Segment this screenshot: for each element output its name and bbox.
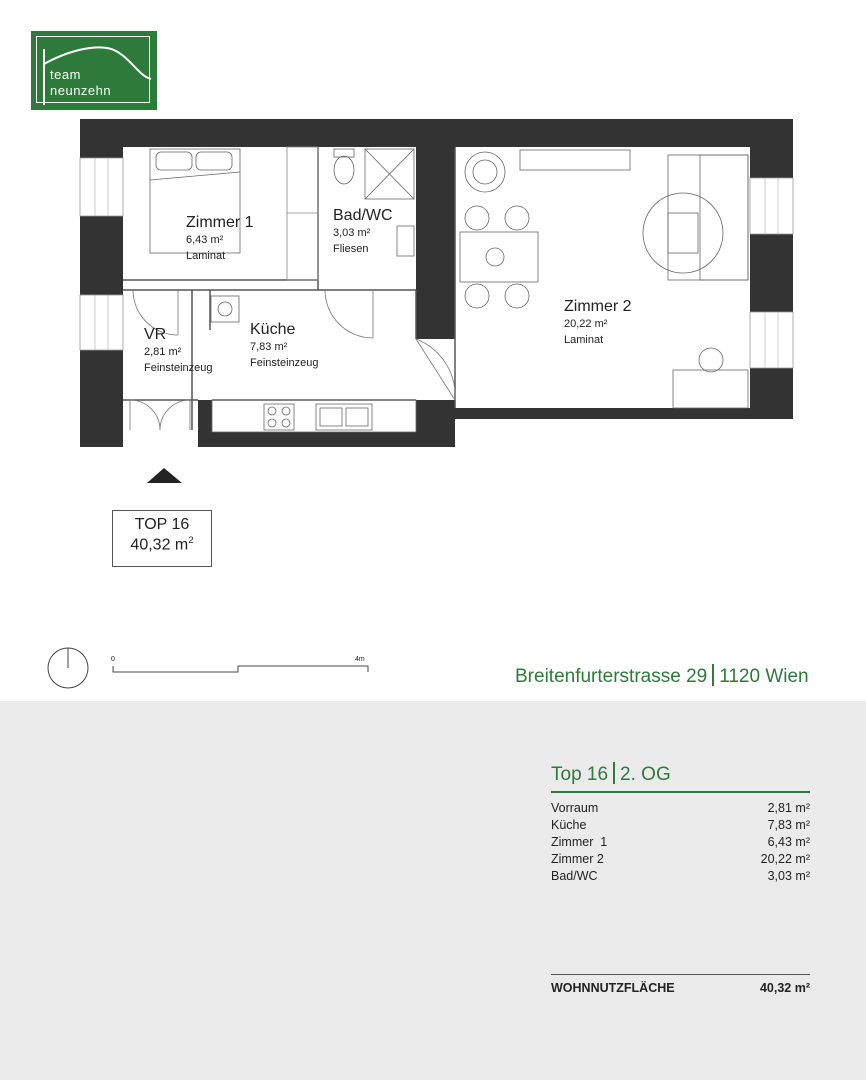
total-value: 40,32 m²: [759, 981, 810, 995]
logo-frame: [36, 36, 150, 103]
room-bad-wc: Bad/WC 3,03 m² Fliesen: [333, 207, 393, 255]
team-neunzehn-logo: team neunzehn: [31, 31, 157, 110]
bathroom-fixtures: [333, 148, 415, 257]
room-material: Laminat: [564, 334, 604, 346]
room-kueche: Küche 7,83 m² Feinsteinzeug: [250, 321, 319, 369]
total-row: WOHNNUTZFLÄCHE 40,32 m²: [551, 981, 810, 995]
scale-bar: [112, 665, 369, 673]
floor-plan: [47, 119, 794, 689]
area-table: Vorraum 2,81 m² Küche 7,83 m² Zimmer 1 6,43…: [551, 800, 810, 885]
table-row: Zimmer 1 6,43 m²: [551, 834, 810, 851]
room-zimmer1: Zimmer 1 6,43 m² Laminat: [186, 214, 254, 262]
unit-number: TOP 16: [134, 516, 190, 533]
summary-title-separator: [613, 762, 616, 784]
room-material: Feinsteinzeug: [250, 357, 319, 369]
row-label: Zimmer 2: [551, 852, 604, 866]
table-row: Küche 7,83 m²: [551, 817, 810, 834]
room-material: Feinsteinzeug: [144, 362, 213, 374]
room-vr: VR 2,81 m² Feinsteinzeug: [144, 326, 213, 374]
walls: [80, 119, 793, 447]
room-area: 3,03 m²: [333, 227, 371, 239]
room-area: 7,83 m²: [250, 341, 288, 353]
summary-divider: [551, 791, 810, 793]
room-name: Bad/WC: [333, 207, 393, 224]
row-value: 7,83 m²: [767, 818, 810, 832]
wardrobe-icon: [286, 146, 319, 281]
scale-start-label: 0: [111, 656, 115, 663]
summary-title-floor: 2. OG: [620, 764, 671, 785]
room-name: Zimmer 2: [564, 298, 632, 315]
room-name: VR: [144, 326, 167, 343]
total-divider: [551, 974, 810, 975]
room-area: 2,81 m²: [144, 346, 182, 358]
room-area: 6,43 m²: [186, 234, 224, 246]
room-name: Zimmer 1: [186, 214, 254, 231]
bed-icon: [149, 148, 241, 254]
room-material: Fliesen: [333, 243, 369, 255]
row-value: 6,43 m²: [767, 835, 810, 849]
total-label: WOHNNUTZFLÄCHE: [551, 981, 675, 995]
row-label: Bad/WC: [551, 869, 598, 883]
ventilation-icon: [210, 295, 240, 323]
logo-roof-icon: [43, 46, 152, 105]
kitchen-counter: [211, 399, 417, 433]
room-material: Laminat: [186, 250, 226, 262]
living-furniture: [459, 149, 749, 409]
scale-end-label: 4m: [355, 656, 365, 663]
summary-title-unit: Top 16: [551, 764, 609, 785]
address-city: 1120 Wien: [719, 666, 809, 687]
unit-label-box: TOP 16 40,32 m2: [112, 510, 212, 567]
unit-area: 40,32 m2: [130, 535, 194, 554]
windows: [79, 157, 794, 369]
address-separator: [712, 664, 715, 686]
window-lines: [94, 158, 779, 368]
summary-panel: [0, 701, 866, 1080]
logo-line2: neunzehn: [50, 83, 112, 98]
table-row: Vorraum 2,81 m²: [551, 800, 810, 817]
row-label: Küche: [551, 818, 587, 832]
north-compass-icon: [47, 647, 89, 689]
address: Breitenfurterstrasse 29 1120 Wien: [515, 664, 809, 688]
table-row: Zimmer 2 20,22 m²: [551, 851, 810, 868]
summary-title: Top 16 2. OG: [551, 762, 671, 786]
entrance-door: [129, 399, 191, 431]
row-value: 3,03 m²: [767, 869, 810, 883]
interior-doors: [132, 289, 456, 401]
row-label: Vorraum: [551, 801, 599, 815]
row-value: 20,22 m²: [760, 852, 810, 866]
table-row: Bad/WC 3,03 m²: [551, 868, 810, 885]
room-name: Küche: [250, 321, 296, 338]
logo-line1: team: [50, 67, 81, 82]
room-zimmer2: Zimmer 2 20,22 m² Laminat: [564, 298, 632, 346]
room-area: 20,22 m²: [564, 318, 608, 330]
address-street: Breitenfurterstrasse 29: [515, 666, 708, 687]
row-label: Zimmer 1: [551, 835, 608, 849]
row-value: 2,81 m²: [767, 801, 810, 815]
entrance-arrow-icon: [147, 468, 182, 483]
